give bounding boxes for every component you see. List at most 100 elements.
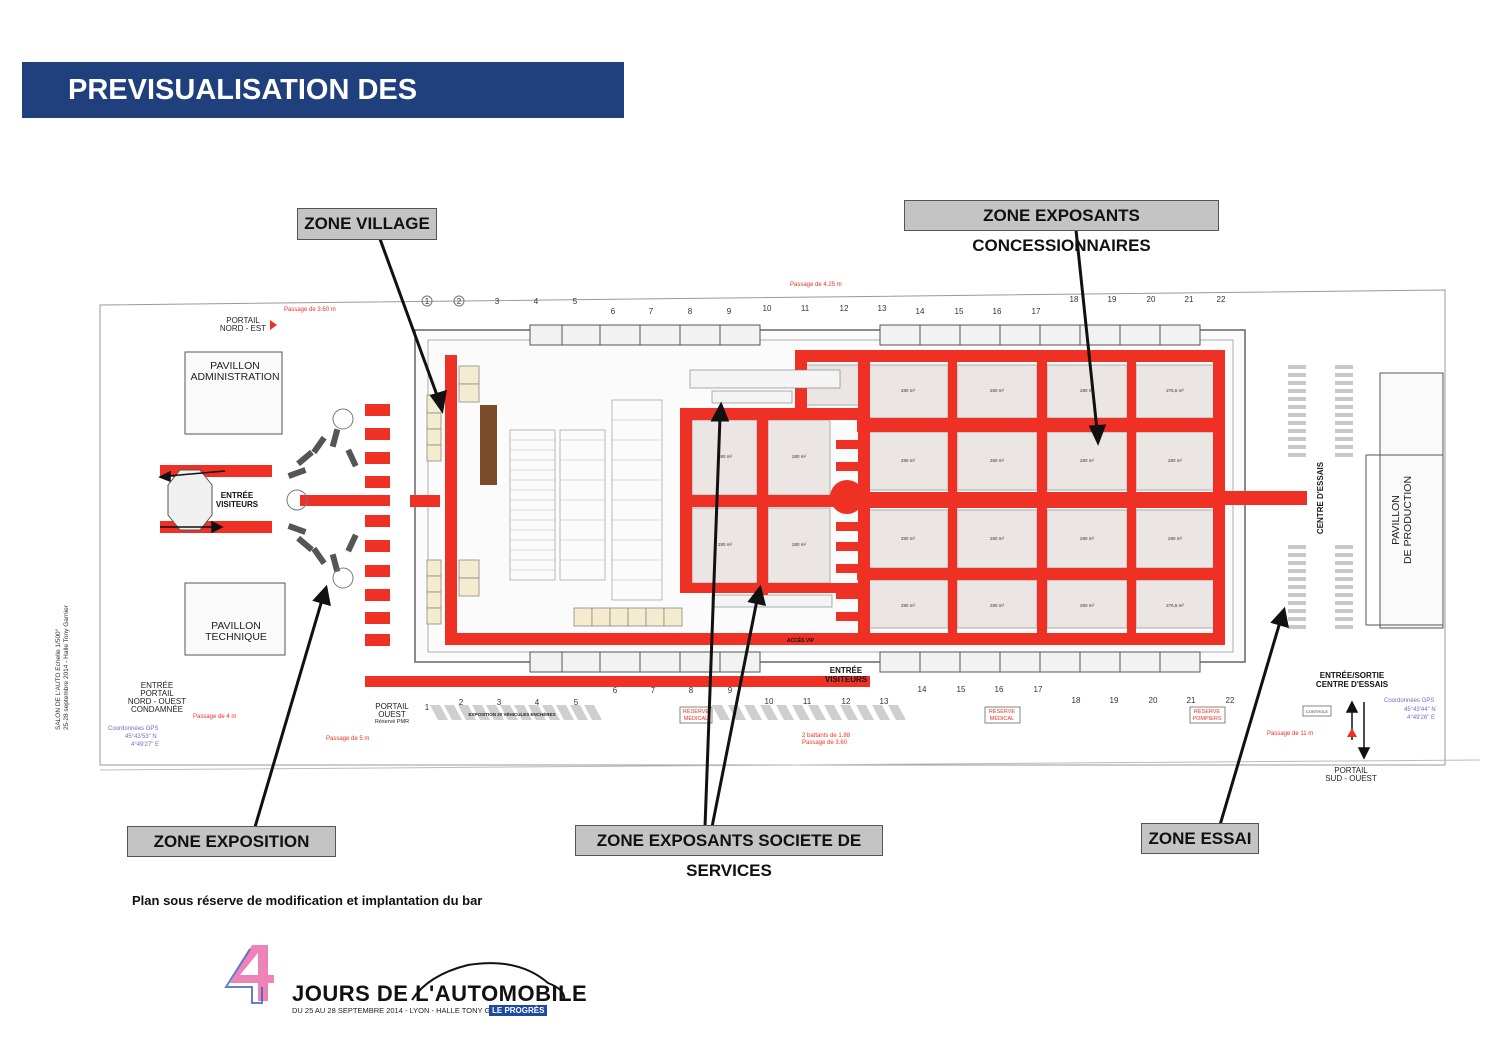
stand-area: 280 m² bbox=[990, 603, 1005, 608]
pavillon-admin-label: PAVILLON bbox=[210, 360, 260, 372]
grid-number-top: 21 bbox=[1185, 295, 1194, 304]
grid-number-bottom: 3 bbox=[497, 698, 502, 707]
portail-nord-ouest-label: CONDAMNÉE bbox=[131, 705, 183, 714]
pavillon-production-label: PAVILLON bbox=[1390, 495, 1402, 545]
passage-label: 2 battants de 1.88 bbox=[802, 733, 851, 739]
grid-number-top: 22 bbox=[1217, 295, 1226, 304]
portail-sud-ouest-label: PORTAIL bbox=[1334, 766, 1368, 775]
exposition-fan bbox=[287, 428, 359, 573]
stand-area: 280 m² bbox=[990, 458, 1005, 463]
passage-label: Passage de 4 m bbox=[193, 714, 236, 720]
passage-label: Passage de 3.60 m bbox=[284, 307, 336, 313]
reserve-medical-label: RÉSERVE bbox=[683, 708, 710, 715]
event-logo-mark bbox=[224, 945, 274, 1004]
passage-label: Passage de 4.25 m bbox=[790, 282, 842, 288]
stand-area: 280 m² bbox=[1080, 388, 1095, 393]
entree-visiteurs-label: VISITEURS bbox=[216, 500, 259, 509]
logo-subtitle: DU 25 AU 28 SEPTEMBRE 2014 - LYON - HALL… bbox=[292, 1006, 519, 1015]
plan-disclaimer: Plan sous réserve de modification et imp… bbox=[132, 893, 483, 908]
grid-number-bottom: 11 bbox=[803, 697, 812, 706]
passage-label: Passage de 3.60 bbox=[802, 740, 848, 746]
stand-area: 280 m² bbox=[1168, 536, 1183, 541]
portail-nord-ouest-label: ENTRÉE bbox=[141, 681, 173, 690]
grid-number-top: 6 bbox=[611, 307, 616, 316]
gps-label: 45°43'53" N bbox=[125, 734, 157, 740]
grid-number-bottom: 20 bbox=[1149, 696, 1158, 705]
passage-label: Passage de 11 m bbox=[1267, 731, 1313, 737]
grid-number-bottom: 21 bbox=[1187, 696, 1196, 705]
grid-number-bottom: 2 bbox=[459, 698, 464, 707]
portail-ouest-label: Réservé PMR bbox=[375, 719, 409, 725]
stand-area: 280 m² bbox=[901, 458, 916, 463]
gps-label: 45°43'44" N bbox=[1404, 707, 1436, 713]
stand-area: 280 m² bbox=[901, 603, 916, 608]
logo-title: JOURS DE L'AUTOMOBILE bbox=[292, 981, 588, 1006]
pavillon-technique-label: PAVILLON bbox=[211, 620, 261, 632]
stand-area: 280 m² bbox=[901, 536, 916, 541]
centre-essais-label: CENTRE D'ESSAIS bbox=[1316, 461, 1325, 534]
grid-number-top: 3 bbox=[495, 297, 500, 306]
grid-number-top: 14 bbox=[916, 307, 925, 316]
portail-nord-ouest-label: NORD - OUEST bbox=[128, 697, 186, 706]
entree-visiteurs-label: VISITEURS bbox=[825, 675, 868, 684]
pavillon-admin-label: ADMINISTRATION bbox=[190, 371, 279, 383]
stand-area: 280 m² bbox=[990, 388, 1005, 393]
callout-zone-services: ZONE EXPOSANTS SOCIETE DE SERVICES bbox=[575, 825, 883, 880]
stand-area: 280 m² bbox=[1080, 458, 1095, 463]
grid-number-top: 2 bbox=[457, 297, 462, 306]
grid-number-bottom: 12 bbox=[842, 697, 851, 706]
grid-number-top: 8 bbox=[688, 307, 693, 316]
passage-label: Passage de 5 m bbox=[326, 736, 369, 742]
stand-area: 280 m² bbox=[718, 454, 733, 459]
entree-sortie-essais-label: ENTRÉE/SORTIE bbox=[1320, 671, 1385, 680]
grid-number-top: 17 bbox=[1032, 307, 1041, 316]
grid-number-top: 16 bbox=[993, 307, 1002, 316]
grid-number-bottom: 9 bbox=[728, 686, 733, 695]
acces-vip-label: ACCÈS VIP bbox=[787, 636, 815, 644]
grid-number-bottom: 7 bbox=[651, 686, 656, 695]
grid-number-bottom: 18 bbox=[1072, 696, 1081, 705]
stand-area: 280 m² bbox=[1080, 603, 1095, 608]
reserve-pompiers-label: POMPIERS bbox=[1192, 716, 1221, 722]
grid-number-bottom: 5 bbox=[574, 698, 579, 707]
portail-sud-ouest-label: SUD - OUEST bbox=[1325, 774, 1377, 783]
pavillon-administration bbox=[184, 351, 283, 435]
gps-label: Coordonnées GPS bbox=[108, 726, 158, 732]
stand-area: 280 m² bbox=[901, 388, 916, 393]
page-title: PREVISUALISATION DES EMPLACEMENTS bbox=[22, 62, 624, 162]
grid-number-bottom: 14 bbox=[918, 685, 927, 694]
portail-nord-ouest-label: PORTAIL bbox=[140, 689, 174, 698]
grid-number-bottom: 8 bbox=[689, 686, 694, 695]
controle-label: CONTROLE bbox=[1306, 709, 1329, 714]
callout-zone-village: ZONE VILLAGE bbox=[297, 208, 437, 240]
reserve-medical-label: MÉDICAL bbox=[990, 715, 1014, 722]
circulation-aisles bbox=[160, 350, 1307, 687]
pavillon-production bbox=[1379, 372, 1444, 629]
portail-ouest-label: PORTAIL bbox=[375, 702, 409, 711]
gps-label: Coordonnées GPS bbox=[1384, 698, 1434, 704]
callout-zone-exposition: ZONE EXPOSITION bbox=[127, 826, 336, 857]
grid-number-top: 1 bbox=[425, 297, 430, 306]
car-outline-icon bbox=[411, 962, 566, 1001]
sponsor-badge: LE PROGRÈS bbox=[489, 1005, 548, 1016]
grid-number-top: 18 bbox=[1070, 295, 1079, 304]
callout-zone-concessionnaires: ZONE EXPOSANTS CONCESSIONNAIRES bbox=[904, 200, 1219, 255]
stand-area: 276,5 m² bbox=[1166, 388, 1184, 393]
grid-number-top: 12 bbox=[840, 304, 849, 313]
grid-number-top: 5 bbox=[573, 297, 578, 306]
grid-number-top: 13 bbox=[878, 304, 887, 313]
portail-nord-est-label: PORTAIL bbox=[226, 316, 260, 325]
side-credit-label: SALON DE L'AUTO Echelle 1/500° bbox=[54, 628, 62, 730]
grid-number-top: 7 bbox=[649, 307, 654, 316]
grid-number-top: 19 bbox=[1108, 295, 1117, 304]
entree-visiteurs-label: ENTRÉE bbox=[830, 666, 863, 675]
entree-sortie-essais-label: CENTRE D'ESSAIS bbox=[1316, 680, 1389, 689]
grid-number-top: 9 bbox=[727, 307, 732, 316]
stand-area: 280 m² bbox=[792, 542, 807, 547]
grid-number-top: 20 bbox=[1147, 295, 1156, 304]
side-credit-label: 25-28 septembre 2014 - Halle Tony Garnie… bbox=[63, 604, 70, 730]
gps-label: 4°49'27" E bbox=[131, 742, 159, 748]
grid-number-bottom: 6 bbox=[613, 686, 618, 695]
callout-pointers bbox=[253, 229, 1289, 828]
